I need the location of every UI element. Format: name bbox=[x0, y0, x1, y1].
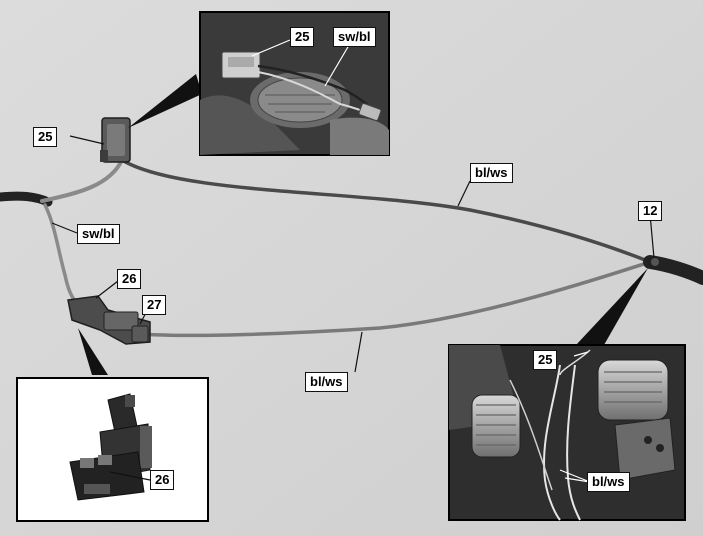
inset-photo-left bbox=[16, 377, 209, 522]
wiring-harness bbox=[0, 158, 703, 338]
label-connector-25: 25 bbox=[33, 127, 58, 147]
label-inset-top-wire: sw/bl bbox=[333, 27, 376, 47]
label-connector-27: 27 bbox=[142, 295, 167, 315]
connector-26-27 bbox=[67, 295, 151, 345]
wire-bl-ws-lower bbox=[138, 260, 652, 338]
label-junction-12: 12 bbox=[638, 201, 663, 221]
label-inset-right-wire: bl/ws bbox=[587, 472, 630, 492]
wire-sw-bl bbox=[43, 203, 80, 307]
label-inset-left-connector: 26 bbox=[150, 470, 175, 490]
inset-photo-right bbox=[448, 344, 686, 521]
label-inset-top-connector: 25 bbox=[290, 27, 315, 47]
label-wire-sw-bl: sw/bl bbox=[77, 224, 120, 244]
label-connector-26: 26 bbox=[117, 269, 142, 289]
connector-25 bbox=[100, 117, 131, 163]
wire-to-connector-25 bbox=[40, 158, 124, 203]
label-inset-right-connector: 25 bbox=[533, 350, 558, 370]
callout-leaders bbox=[78, 74, 648, 375]
junction-point bbox=[651, 258, 659, 266]
leader-top-inset bbox=[128, 74, 202, 128]
label-wire-bl-ws-lower: bl/ws bbox=[305, 372, 348, 392]
label-wire-bl-ws-upper: bl/ws bbox=[470, 163, 513, 183]
leader-right-inset bbox=[576, 268, 648, 345]
wire-bl-ws-upper bbox=[120, 158, 652, 264]
leader-left-inset bbox=[78, 328, 108, 375]
